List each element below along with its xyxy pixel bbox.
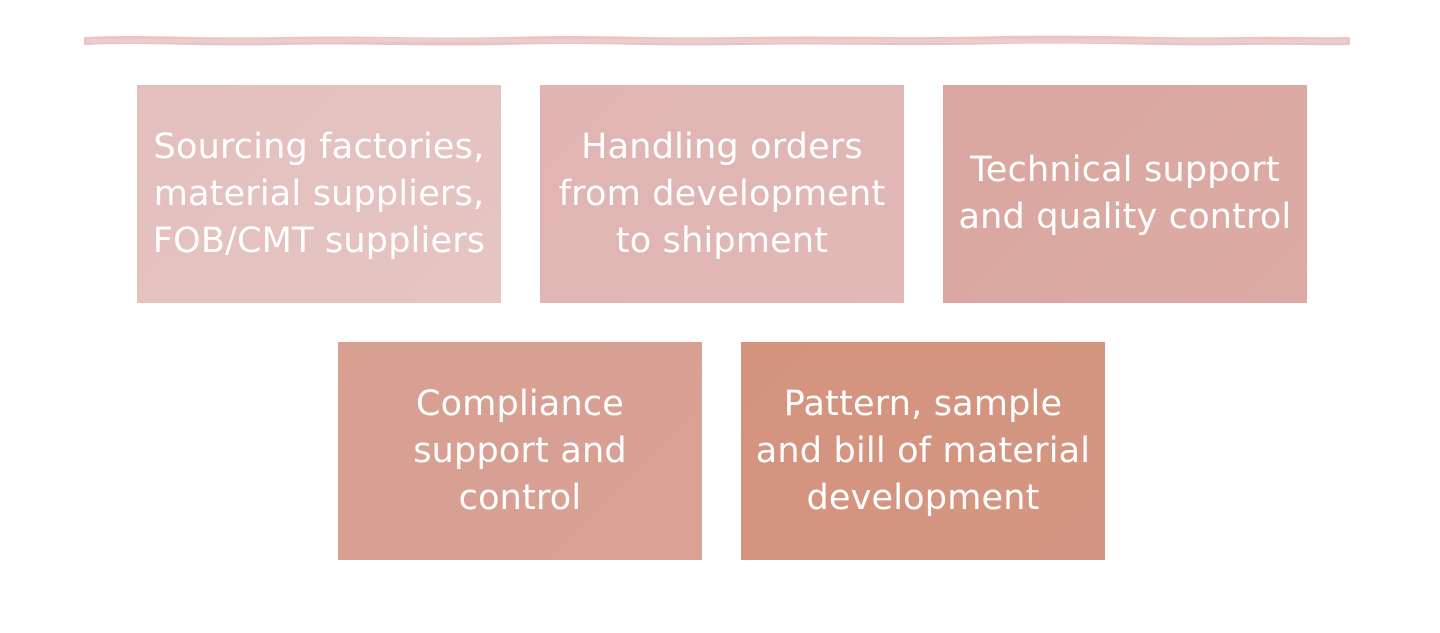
box-order-handling: Handling orders from development to ship…	[540, 85, 904, 303]
box-sourcing: Sourcing factories, material suppliers, …	[137, 85, 501, 303]
box-pattern-development-label: Pattern, sample and bill of material dev…	[755, 383, 1091, 518]
box-technical-support: Technical support and quality control	[943, 85, 1307, 303]
box-technical-support-label: Technical support and quality control	[958, 150, 1292, 237]
box-compliance-label: Compliance support and control	[413, 383, 627, 518]
box-compliance: Compliance support and control	[338, 342, 702, 560]
box-pattern-development: Pattern, sample and bill of material dev…	[741, 342, 1105, 560]
decorative-brush-line	[84, 35, 1350, 46]
box-order-handling-label: Handling orders from development to ship…	[558, 126, 886, 261]
box-sourcing-label: Sourcing factories, material suppliers, …	[152, 126, 486, 261]
